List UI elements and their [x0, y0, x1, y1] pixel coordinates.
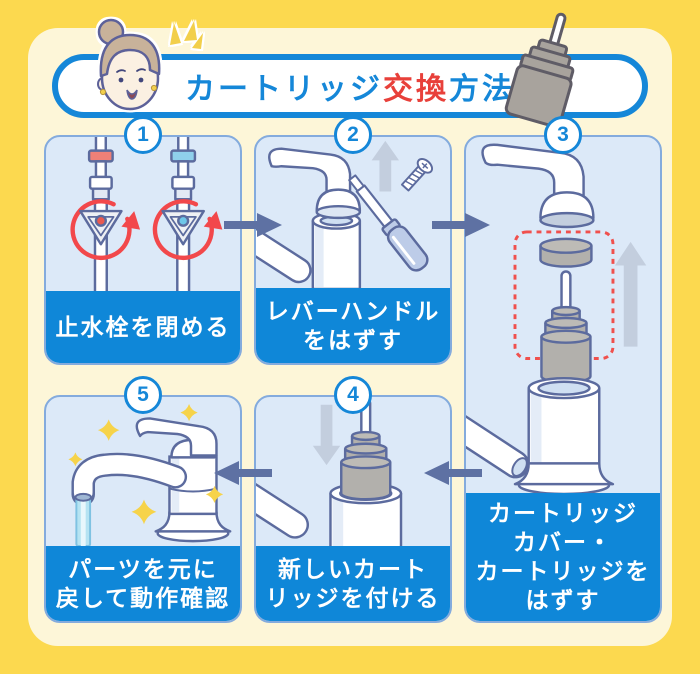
page-title: カートリッジ交換方法 [185, 64, 515, 108]
step-3-caption: カートリッジ カバー・ カートリッジを はずす [466, 493, 660, 621]
step-caption-line: はずす [525, 587, 601, 613]
faucet-spout [71, 452, 188, 507]
lever-handle [268, 147, 362, 220]
cartridge [540, 270, 592, 384]
flow-arrow-left-icon [424, 461, 482, 485]
step-caption-line: リッジを付ける [265, 584, 441, 611]
up-arrow-icon [614, 241, 647, 347]
step-4-body: 新しいカート リッジを付ける [254, 395, 452, 623]
step-caption-line: パーツを元に [68, 555, 218, 582]
mascot-woman-icon [97, 18, 203, 111]
step-5-body: パーツを元に 戻して動作確認 [44, 395, 242, 623]
rotate-arrowhead-icon [121, 211, 141, 230]
step-2-art [256, 137, 450, 288]
step-caption-line: カートリッジ [488, 500, 638, 526]
remove-cartridge-illustration [466, 143, 647, 493]
title-part-exchange: 交換 [383, 73, 449, 106]
cartridge-cover [539, 237, 593, 268]
flow-arrow-right-icon [224, 213, 282, 237]
step-4-number-badge: 4 [334, 376, 372, 414]
step-4-art [256, 397, 450, 546]
title-part-method: 方法 [449, 73, 515, 106]
step-caption-line: カートリッジを [475, 558, 651, 584]
step-4-panel: 4 [254, 376, 452, 623]
flow-arrow-right-icon [432, 213, 490, 237]
remove-lever-handle-illustration [256, 140, 434, 288]
step-1-number-badge: 1 [124, 116, 162, 154]
down-arrow-icon [312, 404, 341, 466]
water-stream [74, 492, 93, 546]
step-2-number-badge: 2 [334, 116, 372, 154]
step-caption-line: 戻して動作確認 [55, 584, 231, 611]
step-1-art [46, 137, 240, 291]
step-5-art [46, 397, 240, 546]
rotate-arrowhead-icon [203, 211, 223, 230]
highlight-dashed-box [513, 230, 615, 360]
lever-handle [481, 143, 595, 229]
step-5-number-badge: 5 [124, 376, 162, 414]
title-part-cartridge: カートリッジ [185, 73, 383, 106]
step-5-caption: パーツを元に 戻して動作確認 [46, 546, 240, 621]
step-caption-line: 新しいカート [278, 555, 428, 582]
step-3-number-badge: 3 [544, 116, 582, 154]
step-2-panel: 2 [254, 116, 452, 365]
step-3-panel: 3 [464, 116, 662, 623]
step-5-panel: 5 [44, 376, 242, 623]
cartridge-decoration-icon [504, 12, 575, 128]
step-caption-line: をはずす [303, 326, 403, 353]
step-4-caption: 新しいカート リッジを付ける [256, 546, 450, 621]
sparkle-rays-icon [170, 21, 203, 49]
step-2-caption: レバーハンドル をはずす [256, 288, 450, 363]
step-3-body: カートリッジ カバー・ カートリッジを はずす [464, 135, 662, 623]
up-arrow-icon [371, 140, 400, 192]
attach-new-cartridge-illustration [256, 397, 403, 546]
step-caption-line: レバーハンドル [265, 297, 441, 324]
step-1-caption: 止水栓を閉める [46, 291, 240, 363]
step-1-panel: 1 [44, 116, 242, 365]
lever-handle [135, 417, 218, 457]
step-caption-line: カバー・ [513, 529, 613, 555]
faucet-spout [256, 210, 312, 284]
step-1-body: 止水栓を閉める [44, 135, 242, 365]
screw-icon [400, 158, 434, 192]
operation-check-illustration [68, 404, 232, 546]
step-caption-line: 止水栓を閉める [55, 313, 231, 340]
faucet-spout [256, 455, 309, 539]
new-cartridge [340, 397, 392, 501]
shutoff-valves-illustration [70, 137, 223, 291]
step-2-body: レバーハンドル をはずす [254, 135, 452, 365]
flow-arrow-left-icon [214, 461, 272, 485]
screwdriver-icon [348, 174, 429, 272]
step-3-art [466, 137, 660, 493]
faucet-spout [466, 394, 530, 479]
